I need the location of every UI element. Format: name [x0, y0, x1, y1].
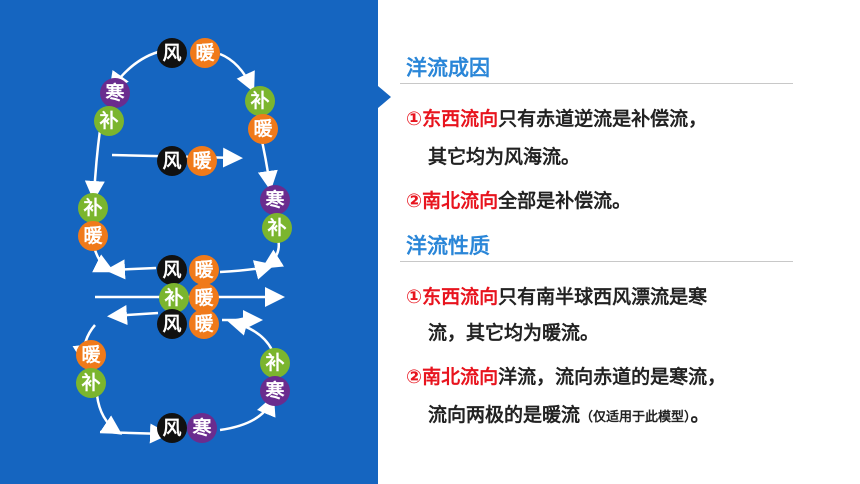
item-text: 只有赤道逆流是补偿流， [498, 108, 708, 130]
arrow [92, 249, 115, 273]
compensation-bubble: 补 [262, 213, 292, 243]
item-text: 只有南半球西风漂流是寒 [498, 286, 708, 308]
arrow [107, 305, 159, 326]
compensation-bubble: 补 [78, 193, 108, 223]
arrow [95, 394, 123, 435]
compensation-bubble: 补 [159, 283, 189, 313]
item-number: ① [406, 108, 423, 130]
warm-bubble: 暖 [78, 221, 108, 251]
warm-bubble: 暖 [76, 340, 106, 370]
cold-bubble: 寒 [100, 78, 130, 108]
wind-bubble: 风 [157, 38, 187, 68]
arrow [84, 129, 105, 201]
compensation-bubble: 补 [94, 106, 124, 136]
nature-item-1-line2: 流，其它均为暖流。 [428, 322, 600, 344]
arrow [219, 52, 255, 93]
warm-bubble: 暖 [189, 309, 219, 339]
causes-item-1-line2: 其它均为风海流。 [428, 146, 581, 168]
wind-bubble: 风 [157, 309, 187, 339]
compensation-bubble: 补 [260, 348, 290, 378]
warm-bubble: 暖 [248, 114, 278, 144]
item-number: ② [406, 366, 423, 388]
arrow-diagram [72, 50, 285, 444]
pointer-triangle [378, 86, 391, 108]
cold-bubble: 寒 [187, 413, 217, 443]
cold-bubble: 寒 [260, 376, 290, 406]
section-title-causes: 洋流成因 [406, 56, 490, 80]
item-text: 洋流，流向赤道的是寒流， [498, 366, 727, 388]
causes-item-1: ①东西流向只有赤道逆流是补偿流， [406, 104, 707, 131]
item-keyword: 南北流向 [422, 366, 499, 388]
arrow [227, 316, 274, 351]
nature-item-2: ②南北流向洋流，流向赤道的是寒流， [406, 362, 726, 389]
section-title-nature: 洋流性质 [406, 234, 490, 258]
nature-item-1: ①东西流向只有南半球西风漂流是寒 [406, 282, 707, 309]
nature-item-2-line2: 流向两极的是暖流（仅适用于此模型）。 [428, 400, 710, 427]
wind-bubble: 风 [157, 146, 187, 176]
divider [400, 83, 793, 84]
causes-item-2: ②南北流向全部是补偿流。 [406, 186, 631, 213]
warm-bubble: 暖 [189, 255, 219, 285]
arrow [219, 260, 275, 280]
item-number: ② [406, 190, 423, 212]
wind-bubble: 风 [157, 413, 187, 443]
arrow [105, 259, 157, 280]
item-text: 流向两极的是暖流 [428, 404, 581, 426]
item-end: 。 [690, 404, 710, 426]
item-text: 全部是补偿流。 [498, 190, 632, 212]
item-note: （仅适用于此模型） [580, 410, 691, 425]
cold-bubble: 寒 [260, 185, 290, 215]
divider [400, 261, 793, 262]
wind-bubble: 风 [157, 255, 187, 285]
arrow [219, 395, 276, 432]
compensation-bubble: 补 [76, 368, 106, 398]
compensation-bubble: 补 [245, 86, 275, 116]
arrow [99, 423, 170, 444]
item-number: ① [406, 286, 423, 308]
warm-bubble: 暖 [187, 146, 217, 176]
ocean-current-diagram: 风 暖 寒 补 补 暖 风 暖 寒 补 补 暖 风 暖 补 暖 风 暖 暖 补 … [0, 0, 378, 484]
item-keyword: 东西流向 [422, 286, 499, 308]
warm-bubble: 暖 [190, 38, 220, 68]
warm-bubble: 暖 [189, 283, 219, 313]
item-keyword: 南北流向 [422, 190, 499, 212]
item-keyword: 东西流向 [422, 108, 499, 130]
